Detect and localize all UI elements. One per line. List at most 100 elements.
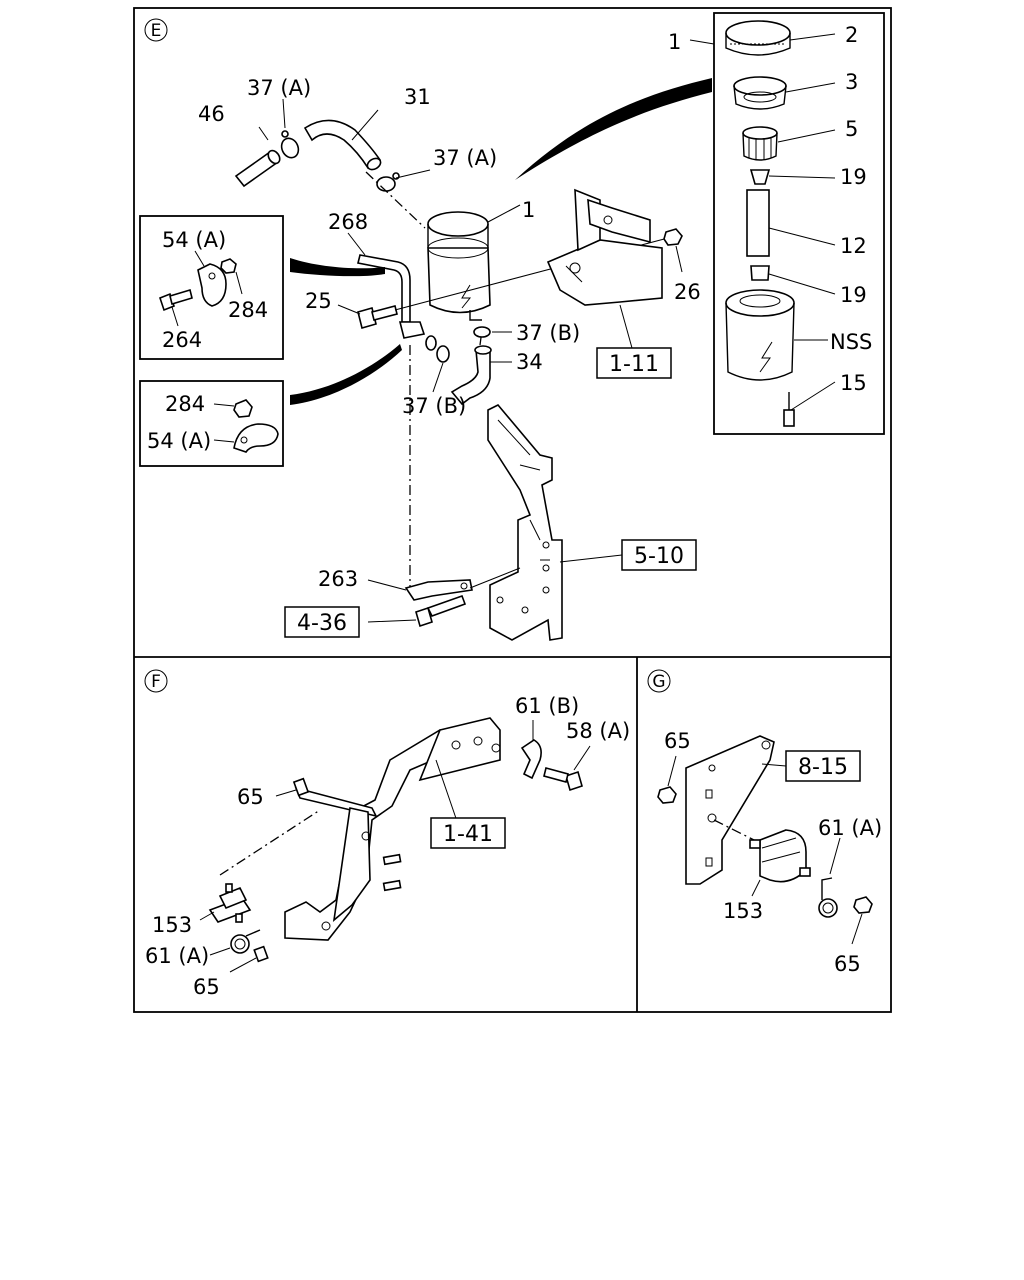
insulator-153-f-part: [208, 883, 252, 923]
ref-box-1-11: [596, 347, 672, 379]
nut-65-upper-g-part: [657, 786, 677, 804]
spacer-top-part: [749, 169, 771, 185]
label-284-upper: 284: [228, 298, 268, 322]
reservoir-cap-part: [725, 20, 791, 56]
label-1-inset: 1: [668, 30, 681, 54]
detail-box-upper: [139, 215, 284, 360]
label-153-f: 153: [152, 913, 192, 937]
label-65-upper-g: 65: [664, 729, 691, 753]
filter-tube-part: [746, 189, 770, 257]
hose-34-part: [450, 345, 492, 406]
nut-284-upper-part: [220, 258, 237, 274]
pipe-268-part: [357, 254, 426, 339]
outer-frame: [133, 7, 892, 1013]
clip-61a-g-part: [818, 877, 838, 918]
bolt-58a-part: [543, 767, 583, 792]
ring-37b-left-part: [425, 335, 450, 363]
hose-46-part: [234, 149, 281, 188]
label-19-bottom: 19: [840, 283, 867, 307]
label-25: 25: [305, 289, 332, 313]
reservoir-bracket-part: [546, 188, 663, 306]
filter-holder-part: [742, 126, 778, 161]
bracket-g-part: [685, 735, 775, 885]
label-65-lower-g: 65: [834, 952, 861, 976]
label-65-upper-f: 65: [237, 785, 264, 809]
label-264: 264: [162, 328, 202, 352]
svg-text:F: F: [151, 672, 161, 692]
label-3: 3: [845, 70, 858, 94]
reservoir-body-part: [725, 289, 795, 381]
clamp-37a-lower-part: [376, 172, 400, 192]
nut-26-part: [663, 228, 683, 246]
ref-box-8-15: [785, 750, 861, 782]
label-26: 26: [674, 280, 701, 304]
reservoir-seal-part: [733, 76, 787, 110]
ref-box-1-41: [430, 817, 506, 849]
label-34: 34: [516, 350, 543, 374]
label-65-lower-f: 65: [193, 975, 220, 999]
label-263: 263: [318, 567, 358, 591]
label-58a: 58 (A): [566, 719, 630, 743]
label-153-g: 153: [723, 899, 763, 923]
spacer-bottom-part: [750, 265, 770, 281]
ref-box-4-36: [284, 606, 360, 638]
label-15: 15: [840, 371, 867, 395]
ref-1-41: 1-41: [443, 822, 493, 847]
ref-box-5-10: [621, 539, 697, 571]
label-37a-upper: 37 (A): [247, 76, 311, 100]
reservoir-exploded-inset: [713, 12, 885, 435]
section-marker-g: G: [647, 669, 671, 693]
label-19-top: 19: [840, 165, 867, 189]
label-54a-lower: 54 (A): [147, 429, 211, 453]
hose-31-part: [303, 119, 382, 171]
label-12: 12: [840, 234, 867, 258]
ring-37b-right-part: [473, 326, 491, 338]
nut-284-lower-part: [233, 399, 253, 418]
label-1-reservoir: 1: [522, 198, 535, 222]
ref-5-10: 5-10: [634, 544, 684, 569]
label-61a-f: 61 (A): [145, 944, 209, 968]
clip-61b-part: [520, 739, 542, 780]
label-284-lower: 284: [165, 392, 205, 416]
stud-65-lower-f-part: [253, 945, 269, 963]
label-nss: NSS: [830, 330, 872, 354]
stud-65-upper-f-part: [292, 777, 310, 797]
bolt-264-part: [159, 288, 193, 312]
studs-f-part: [382, 853, 402, 892]
mounting-bracket-f-part: [284, 717, 501, 941]
clip-54a-lower-part: [233, 423, 279, 453]
label-31: 31: [404, 85, 431, 109]
clip-54a-upper-part: [197, 263, 227, 307]
inset-leader-band: [515, 78, 712, 180]
detail-box-lower: [139, 380, 284, 467]
clip-61a-f-part: [230, 929, 261, 954]
svg-text:E: E: [151, 21, 162, 41]
frame-rail-part: [487, 404, 563, 641]
label-37a-lower: 37 (A): [433, 146, 497, 170]
bolt-25-part: [357, 305, 398, 329]
label-268: 268: [328, 210, 368, 234]
label-5: 5: [845, 117, 858, 141]
ref-1-11: 1-11: [609, 352, 659, 377]
section-marker-f: F: [144, 669, 168, 693]
label-37b-left: 37 (B): [402, 394, 466, 418]
label-61a-g: 61 (A): [818, 816, 882, 840]
label-54a-upper: 54 (A): [162, 228, 226, 252]
section-marker-e: E: [144, 18, 168, 42]
reservoir-assembly-part: [427, 211, 491, 321]
label-61b: 61 (B): [515, 694, 579, 718]
drain-plug-part: [783, 392, 795, 427]
bolt-4-36-part: [415, 594, 467, 628]
detail-leader-upper: [290, 258, 385, 277]
label-37b-right: 37 (B): [516, 321, 580, 345]
nut-65-lower-g-part: [853, 896, 873, 914]
label-46: 46: [198, 102, 225, 126]
ref-8-15: 8-15: [798, 755, 848, 780]
clamp-37a-upper-part: [280, 130, 300, 159]
insulator-153-g-part: [749, 829, 811, 883]
ref-4-36: 4-36: [297, 611, 347, 636]
svg-text:G: G: [652, 672, 665, 692]
bracket-263-part: [404, 579, 473, 601]
detail-leader-lower: [290, 344, 402, 405]
